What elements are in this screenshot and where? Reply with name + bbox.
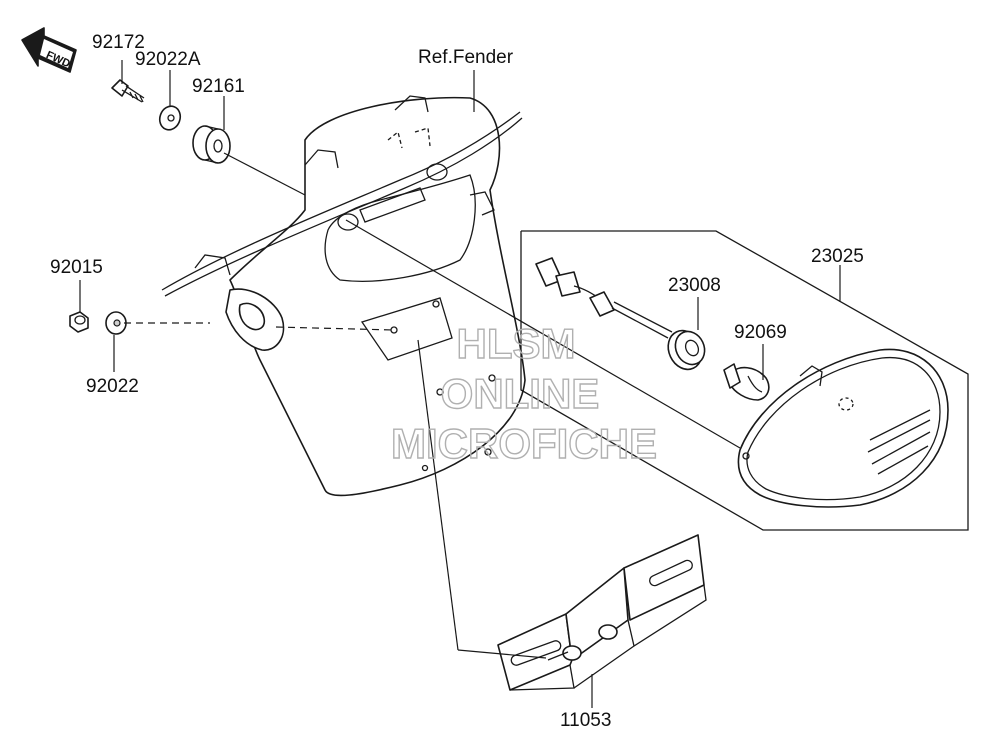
socket-cord-23008-part xyxy=(535,257,706,371)
part-label-11053: 11053 xyxy=(560,710,611,731)
bracket-11053-part xyxy=(497,534,707,691)
nut-92015-part xyxy=(69,311,89,333)
rear-fender-part xyxy=(161,95,526,497)
watermark: HLSM ONLINE MICROFICHE xyxy=(390,319,657,467)
part-label-23025: 23025 xyxy=(811,246,864,267)
part-label-23008: 23008 xyxy=(668,275,721,296)
washer-92022a-part xyxy=(158,105,182,131)
watermark-line-2: ONLINE xyxy=(441,370,600,417)
watermark-line-1: HLSM xyxy=(457,320,576,367)
fwd-arrow-icon: FWD xyxy=(21,27,77,73)
bulb-92069-part xyxy=(723,363,770,401)
watermark-line-3: MICROFICHE xyxy=(391,420,657,467)
tail-lamp-lens-part xyxy=(737,348,949,508)
part-label-92069: 92069 xyxy=(734,322,787,343)
washer-92022-part xyxy=(105,311,127,335)
tail-lamp-23025-box xyxy=(520,230,969,531)
part-labels: Ref.Fender 92172 92022A 92161 92015 9202… xyxy=(50,32,864,731)
part-label-92172: 92172 xyxy=(92,32,145,53)
leader-lines xyxy=(79,60,841,708)
part-label-92015: 92015 xyxy=(50,257,103,278)
part-label-92022a: 92022A xyxy=(135,49,201,70)
part-label-92022: 92022 xyxy=(86,376,139,397)
damper-92161-part xyxy=(192,125,231,164)
part-label-92161: 92161 xyxy=(192,76,245,97)
ref-fender-label: Ref.Fender xyxy=(418,47,514,68)
bolt-92172-part xyxy=(111,79,145,103)
